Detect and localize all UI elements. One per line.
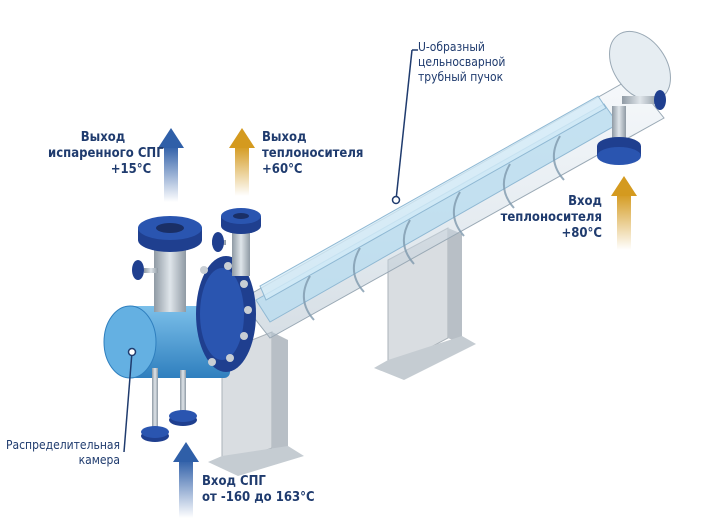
tube-bundle-line3: трубный пучок <box>418 70 504 84</box>
leader-lines <box>123 49 418 453</box>
coolant-inlet-title: Вход <box>568 194 602 209</box>
tube-bundle <box>255 95 619 323</box>
lng-outlet-nozzle <box>138 216 202 312</box>
distribution-chamber-line2: камера <box>78 453 120 467</box>
support-legs <box>208 227 476 476</box>
lng-outlet-label: Выход испаренного СПГ +15°C <box>48 130 164 178</box>
coolant-outlet-title: Выход <box>262 130 307 145</box>
coolant-outlet-arrow <box>229 128 255 196</box>
side-valves <box>132 232 226 280</box>
coolant-inlet-nozzle <box>597 90 666 165</box>
lng-inlet-title: Вход СПГ <box>202 474 266 489</box>
lng-outlet-arrow <box>158 128 184 202</box>
coolant-outlet-subtitle: теплоносителя <box>262 146 364 161</box>
lng-inlet-arrow <box>173 442 199 518</box>
coolant-outlet-nozzle <box>221 208 261 276</box>
lng-outlet-subtitle: испаренного СПГ <box>48 146 164 161</box>
coolant-inlet-subtitle: теплоносителя <box>500 210 602 225</box>
coolant-outlet-label: Выход теплоносителя +60°C <box>262 130 363 178</box>
distribution-chamber-label: Распределительная камера <box>4 438 120 468</box>
distribution-chamber-line1: Распределительная <box>5 438 120 452</box>
tube-bundle-line2: цельносварной <box>418 55 506 69</box>
lng-outlet-temp: +15°C <box>110 162 152 177</box>
lng-inlet-label: Вход СПГ от -160 до 163°C <box>202 474 315 506</box>
main-flange <box>196 256 256 372</box>
coolant-inlet-temp: +80°C <box>561 226 602 241</box>
tube-bundle-line1: U-образный <box>418 40 485 54</box>
lng-inlet-pipes <box>141 368 197 442</box>
coolant-inlet-label: Вход теплоносителя +80°C <box>490 194 602 242</box>
lng-inlet-range: от -160 до 163°C <box>202 490 315 505</box>
tube-bundle-label: U-образный цельносварной трубный пучок <box>418 40 505 85</box>
coolant-outlet-temp: +60°C <box>262 162 303 177</box>
coolant-inlet-arrow <box>611 176 637 250</box>
baffles <box>303 135 565 321</box>
lng-outlet-title: Выход <box>80 130 126 145</box>
